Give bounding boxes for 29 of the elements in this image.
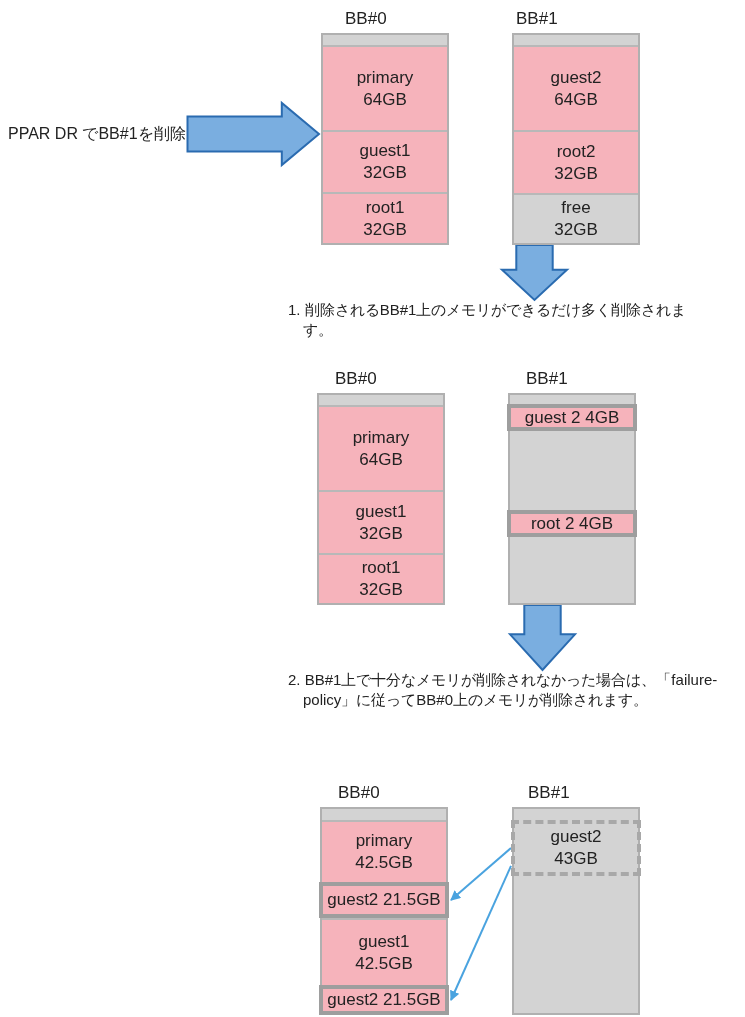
memory-block: guest 2 4GB (507, 404, 637, 431)
column-heading: BB#0 (345, 9, 387, 29)
column-heading: BB#1 (516, 9, 558, 29)
memory-block: root1 32GB (319, 553, 443, 603)
arrow (450, 864, 512, 1001)
block-arrow (499, 244, 570, 302)
memory-block: primary 64GB (323, 45, 447, 130)
memory-block: guest1 32GB (319, 490, 443, 553)
memory-block: guest2 64GB (514, 45, 638, 130)
memory-block: guest1 42.5GB (322, 918, 446, 985)
memory-block: primary 42.5GB (322, 820, 446, 882)
memory-block: guest2 21.5GB (319, 985, 449, 1015)
memory-block: root2 32GB (514, 130, 638, 193)
arrow (450, 847, 512, 901)
memory-block: guest1 32GB (323, 130, 447, 192)
column-heading: BB#1 (528, 783, 570, 803)
memory-block: guest2 43GB (511, 820, 641, 876)
step-note: 2. BB#1上で十分なメモリが削除されなかった場合は、「failure-policy」に従ってBB#0上のメモリが削除されます。 (288, 670, 738, 736)
memory-block: root1 32GB (323, 192, 447, 243)
block-arrow (507, 604, 578, 672)
column-heading: BB#0 (335, 369, 377, 389)
memory-block: root 2 4GB (507, 510, 637, 537)
column-heading: BB#0 (338, 783, 380, 803)
memory-block: guest2 21.5GB (319, 882, 449, 918)
memory-block: primary 64GB (319, 405, 443, 490)
column-heading: BB#1 (526, 369, 568, 389)
step-note: 1. 削除されるBB#1上のメモリができるだけ多く削除されます。 (288, 300, 698, 344)
block-arrow (186, 100, 321, 168)
caption-text: PPAR DR でBB#1を削除 (8, 103, 186, 165)
